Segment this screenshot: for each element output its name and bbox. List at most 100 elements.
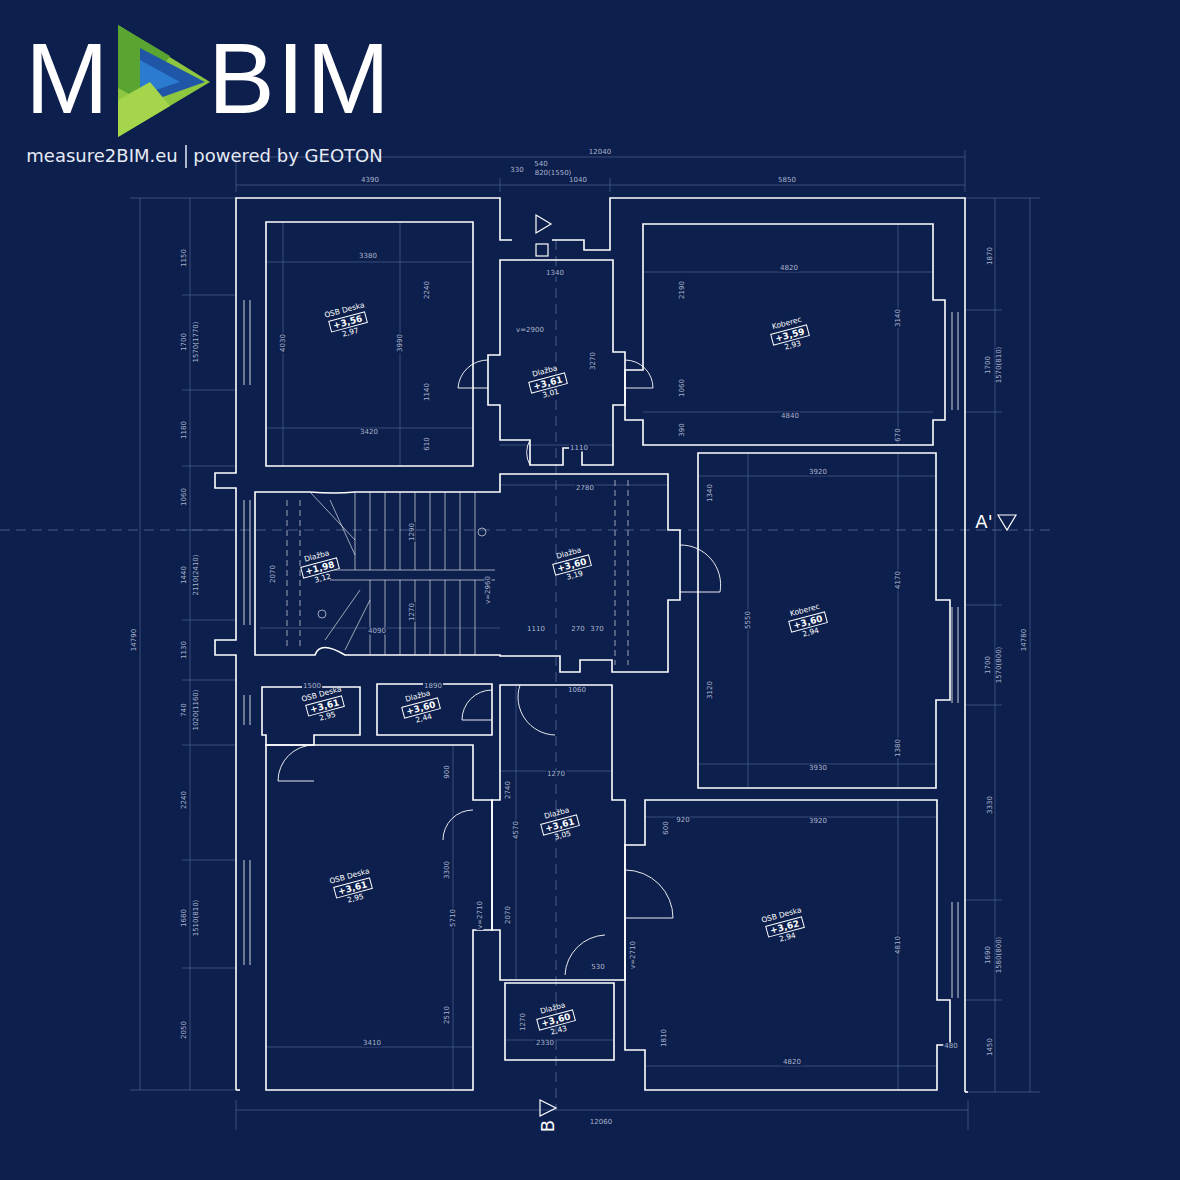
dimension: v=2710 (477, 900, 484, 930)
dimension: 3300 (444, 860, 451, 880)
dimension: v=2960 (485, 575, 492, 605)
room-tag: Koberec+3,592,93 (768, 315, 813, 355)
dimension: 1180 (181, 420, 188, 440)
dimension: 1890 (423, 683, 443, 690)
dimension: 4030 (280, 333, 287, 353)
dimension: 3920 (808, 469, 828, 476)
dimension: 2190 (679, 280, 686, 300)
dimension: 1500 (302, 683, 322, 690)
dimension: 3380 (358, 253, 378, 260)
dimension: 1290 (409, 522, 416, 542)
dimension: 1810 (661, 1028, 668, 1048)
dimension: 1060 (679, 378, 686, 398)
room-height: 2,94 (802, 627, 820, 640)
room-tag: OSB Deska+3,562,97 (324, 301, 372, 342)
dimension: 1060 (567, 687, 587, 694)
dimension: 2780 (575, 485, 595, 492)
room-tag: OSB Deska+3,622,94 (761, 906, 809, 947)
dimension: v=2900 (515, 327, 545, 334)
dimension: 3930 (808, 765, 828, 772)
dimension: 610 (424, 436, 431, 451)
dimension: 2070 (270, 564, 277, 584)
room-tag: Dlažba+3,613,05 (538, 805, 583, 845)
dimension: 3920 (808, 818, 828, 825)
dimension: 3330 (987, 795, 994, 815)
dimension: 4090 (367, 628, 387, 635)
dimension: 2240 (424, 280, 431, 300)
section-mark: A' (974, 513, 993, 531)
dimension: 3140 (895, 308, 902, 328)
dimension: 820(1550) (534, 170, 573, 177)
room-tag: Dlažba+3,603,19 (550, 545, 595, 585)
website: measure2BIM.eu (25, 147, 178, 165)
dimension: 12060 (589, 1119, 613, 1126)
dimension: 2110(2410) (193, 553, 200, 596)
dimension: 1270 (546, 771, 566, 778)
dimension: 1110 (526, 626, 546, 633)
dimension: 1580(800) (996, 936, 1003, 975)
dimension: 2330 (535, 1040, 555, 1047)
logo-mark (118, 25, 210, 137)
dimension: 900 (444, 764, 451, 779)
dimension: 270 (570, 626, 585, 633)
dimension: 670 (895, 427, 902, 442)
dimension: 4840 (780, 413, 800, 420)
dimension: 4810 (895, 935, 902, 955)
dimension: 1870 (987, 246, 994, 266)
dimension: 1270 (520, 1012, 527, 1032)
dimension: 1690 (985, 945, 992, 965)
dimension: 1700 (985, 355, 992, 375)
dimension: 4820 (779, 265, 799, 272)
section-mark: B (539, 1119, 557, 1133)
dimension: 1150 (181, 248, 188, 268)
dimension: 2240 (181, 790, 188, 810)
dimension: 12040 (588, 149, 612, 156)
dimension: 600 (663, 820, 670, 835)
dimension: 1570(810) (996, 346, 1003, 385)
room-height: 2,95 (319, 711, 337, 724)
dimension: 4170 (895, 570, 902, 590)
dimension: 1700 (985, 655, 992, 675)
dimension: 1130 (181, 640, 188, 660)
room-tag: Dlažba+3,602,44 (399, 688, 444, 728)
dimension: 1110 (569, 445, 589, 452)
dimension: 1140 (424, 382, 431, 402)
dimension: 4820 (782, 1059, 802, 1066)
room-tag: Koberec+3,602,94 (786, 602, 831, 642)
logo-letter: M (24, 28, 111, 128)
dimension: 14790 (131, 628, 138, 652)
room-height: 3,01 (542, 388, 560, 401)
dimension: 5550 (745, 610, 752, 630)
dimension: 1020(1160) (193, 688, 200, 731)
dimension: 1570(1770) (193, 320, 200, 363)
room-tag: OSB Deska+3,612,95 (301, 685, 349, 726)
room-height: 2,94 (779, 932, 797, 945)
room-height: 2,97 (342, 327, 360, 340)
dimension: 740 (181, 702, 188, 717)
dimension: 1680 (181, 908, 188, 928)
dimension: 5710 (450, 908, 457, 928)
dimension: 1060 (181, 487, 188, 507)
dimension: 3410 (362, 1040, 382, 1047)
dimension: 2070 (505, 905, 512, 925)
dimension: 3990 (397, 333, 404, 353)
dimension: 1570(800) (996, 646, 1003, 685)
dimension: 5850 (777, 177, 797, 184)
dimension: 530 (590, 964, 605, 971)
logo-letters: BIM (207, 28, 393, 128)
dimension: 920 (675, 817, 690, 824)
dimension: 4570 (513, 820, 520, 840)
room-tag: Dlažba+3,602,43 (534, 1000, 579, 1040)
dimension: 2740 (505, 780, 512, 800)
dimension: 540 (533, 161, 548, 168)
dimension: 3270 (590, 351, 597, 371)
dimension: 2510 (444, 1005, 451, 1025)
dimension: 3420 (359, 429, 379, 436)
room-height: 2,93 (784, 340, 802, 353)
dimension: 1380 (895, 738, 902, 758)
dimension: 480 (943, 1043, 958, 1050)
dimension: v=2710 (630, 940, 637, 970)
room-height: 3,12 (314, 573, 332, 586)
dimension: 1450 (987, 1037, 994, 1057)
